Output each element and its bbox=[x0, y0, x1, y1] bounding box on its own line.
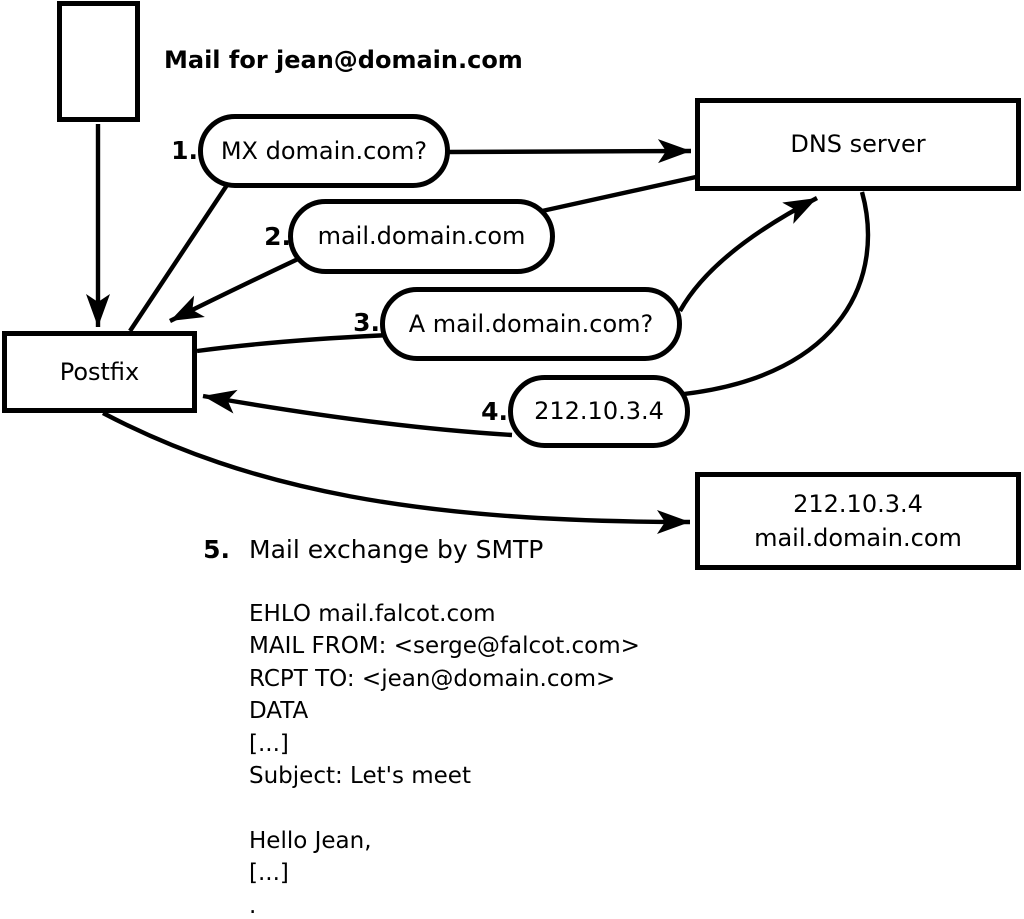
smtp-line: EHLO mail.falcot.com bbox=[249, 601, 496, 627]
smtp-line: RCPT TO: <jean@domain.com> bbox=[249, 665, 616, 692]
step1-number: 1. bbox=[171, 136, 198, 165]
line-postfix-to-query3 bbox=[196, 332, 391, 354]
postfix-label: Postfix bbox=[59, 357, 140, 386]
reply4-label: 212.10.3.4 bbox=[534, 397, 664, 426]
smtp-line bbox=[249, 792, 640, 824]
step5-label: Mail exchange by SMTP bbox=[249, 535, 544, 564]
query3-pill: A mail.domain.com? bbox=[380, 287, 682, 361]
smtp-line: [...] bbox=[249, 730, 289, 757]
smtp-line: Hello Jean, bbox=[249, 827, 372, 854]
query3-label: A mail.domain.com? bbox=[408, 309, 654, 338]
reply4-pill: 212.10.3.4 bbox=[508, 375, 690, 448]
mail-envelope-box bbox=[57, 1, 140, 122]
dns-server-box: DNS server bbox=[695, 98, 1021, 191]
smtp-line: [...] bbox=[249, 860, 289, 887]
step3-number: 3. bbox=[353, 308, 380, 337]
line-postfix-to-query1 bbox=[128, 168, 239, 333]
smtp-line: Subject: Let's meet bbox=[249, 762, 471, 789]
mail-server-ip-label: 212.10.3.4 bbox=[793, 490, 923, 518]
step5-number: 5. bbox=[203, 535, 230, 564]
mail-server-box: 212.10.3.4 mail.domain.com bbox=[695, 472, 1021, 570]
reply2-pill: mail.domain.com bbox=[288, 199, 555, 274]
arrow-query3-to-dns bbox=[678, 196, 819, 313]
dns-server-label: DNS server bbox=[790, 130, 926, 159]
reply2-label: mail.domain.com bbox=[317, 222, 526, 251]
query1-pill: MX domain.com? bbox=[198, 114, 450, 188]
mail-server-host-label: mail.domain.com bbox=[754, 524, 962, 552]
arrow-postfix-to-mailserver bbox=[101, 411, 691, 534]
arrow-reply2-to-postfix bbox=[169, 257, 299, 323]
mail-caption: Mail for jean@domain.com bbox=[164, 46, 523, 74]
smtp-line: . bbox=[249, 892, 257, 919]
smtp-line: MAIL FROM: <serge@falcot.com> bbox=[249, 633, 640, 660]
arrow-query1-to-dns bbox=[447, 139, 692, 164]
arrow-reply4-to-postfix bbox=[202, 389, 513, 438]
line-dns-to-reply2 bbox=[532, 174, 697, 216]
query1-label: MX domain.com? bbox=[220, 136, 428, 165]
smtp-transcript: EHLO mail.falcot.com MAIL FROM: <serge@f… bbox=[249, 598, 640, 919]
postfix-box: Postfix bbox=[2, 331, 197, 413]
line-dns-to-reply4 bbox=[683, 191, 871, 397]
step2-number: 2. bbox=[264, 222, 291, 251]
step4-number: 4. bbox=[481, 397, 508, 426]
smtp-line: DATA bbox=[249, 698, 309, 725]
